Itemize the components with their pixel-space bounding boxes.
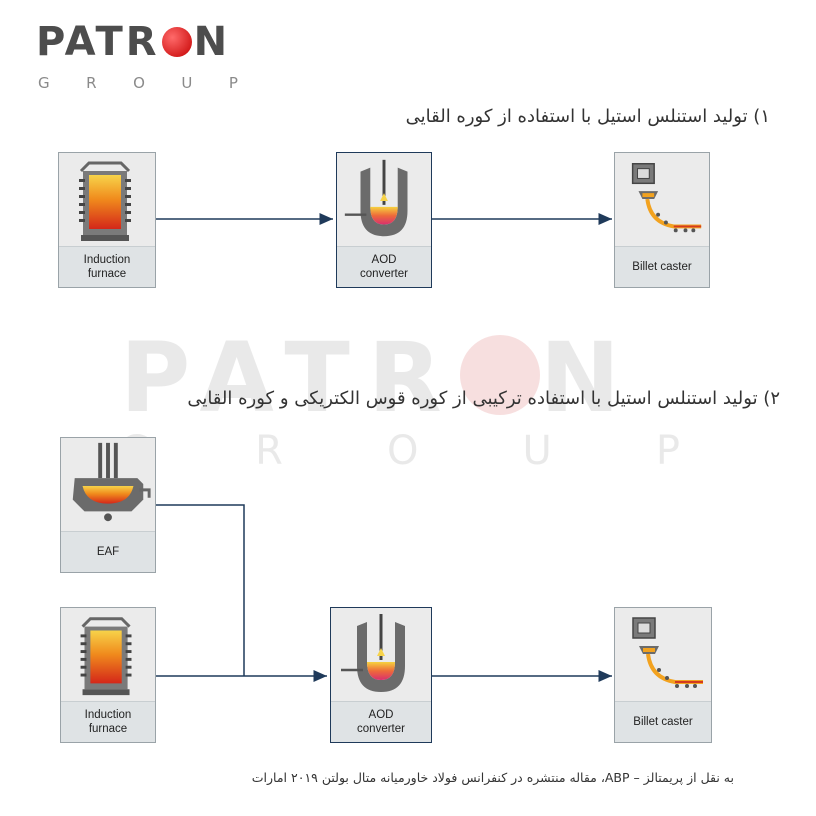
node-label: Induction furnace (61, 701, 155, 742)
node-label: EAF (61, 531, 155, 572)
source-caption: به نقل از پریمتالز – ABP، مقاله منتشره د… (251, 770, 734, 785)
node-label: Induction furnace (59, 246, 155, 287)
node-billet-caster-1: Billet caster (614, 152, 710, 288)
induction-furnace-icon (61, 608, 155, 700)
section1-heading: ۱) تولید استنلس استیل با استفاده از کوره… (405, 106, 770, 127)
node-aod-converter-2: AOD converter (330, 607, 432, 743)
node-induction-furnace-2: Induction furnace (60, 607, 156, 743)
billet-caster-icon (615, 608, 711, 700)
node-label: AOD converter (337, 246, 431, 287)
node-label: Billet caster (615, 246, 709, 287)
eaf-icon (61, 438, 155, 530)
node-induction-furnace-1: Induction furnace (58, 152, 156, 288)
aod-converter-icon (331, 608, 431, 700)
billet-caster-icon (615, 153, 709, 245)
node-aod-converter-1: AOD converter (336, 152, 432, 288)
section2-heading: ۲) تولید استنلس استیل با استفاده ترکیبی … (187, 388, 780, 409)
aod-converter-icon (337, 153, 431, 245)
node-billet-caster-2: Billet caster (614, 607, 712, 743)
node-label: Billet caster (615, 701, 711, 742)
node-label: AOD converter (331, 701, 431, 742)
node-eaf: EAF (60, 437, 156, 573)
induction-furnace-icon (59, 153, 155, 245)
